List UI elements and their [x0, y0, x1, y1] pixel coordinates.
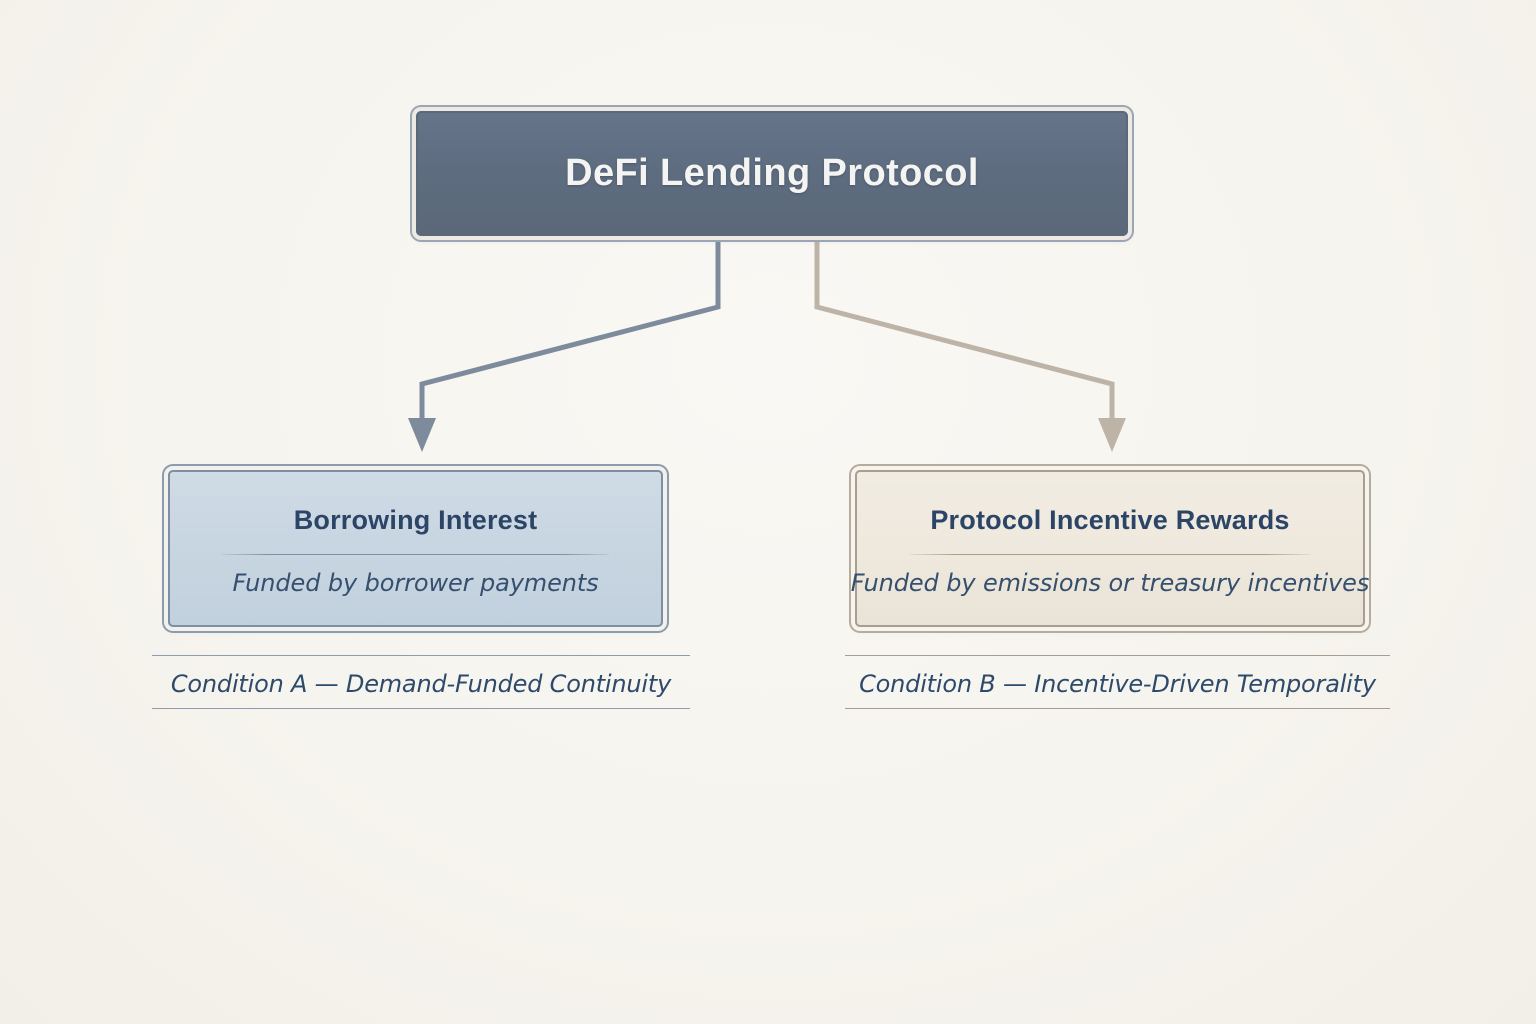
arrowhead-left	[408, 418, 436, 452]
caption-condition-b: Condition B — Incentive-Driven Temporali…	[845, 655, 1390, 709]
node-left-subtitle: Funded by borrower payments	[232, 568, 599, 597]
caption-right-text: Condition B — Incentive-Driven Temporali…	[859, 670, 1376, 698]
node-left-title: Borrowing Interest	[293, 504, 538, 535]
arrowhead-right	[1098, 418, 1126, 452]
node-right-subtitle: Funded by emissions or treasury incentiv…	[850, 568, 1370, 597]
node-right-title: Protocol Incentive Rewards	[930, 504, 1290, 535]
caption-condition-a: Condition A — Demand-Funded Continuity	[152, 655, 690, 709]
node-borrowing-interest[interactable]: Borrowing Interest Funded by borrower pa…	[168, 470, 663, 627]
node-root[interactable]: DeFi Lending Protocol	[416, 111, 1128, 236]
node-protocol-incentive-rewards[interactable]: Protocol Incentive Rewards Funded by emi…	[851, 470, 1369, 627]
caption-left-text: Condition A — Demand-Funded Continuity	[170, 670, 672, 698]
connector-right	[814, 238, 1126, 452]
node-right-divider	[910, 553, 1310, 555]
connector-left	[408, 238, 721, 452]
node-root-title: DeFi Lending Protocol	[565, 152, 979, 194]
node-left-divider	[222, 553, 609, 555]
